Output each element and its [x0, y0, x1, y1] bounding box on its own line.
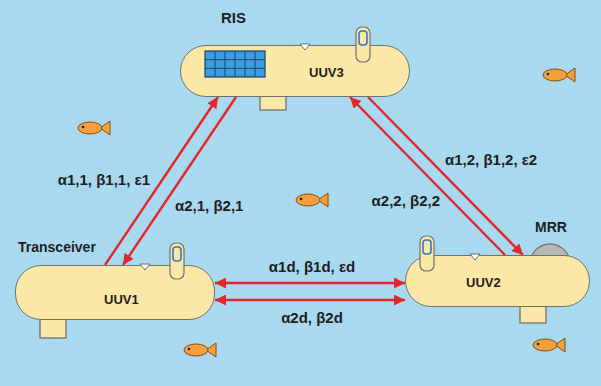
channel-label: α1,1, β1,1, ε1	[58, 171, 150, 188]
sail-marks	[140, 44, 480, 270]
camera-mast	[420, 236, 434, 271]
sail-mark	[140, 264, 150, 270]
vehicle-name: UUV1	[104, 293, 139, 308]
channel-arrow	[368, 97, 523, 255]
fish	[543, 68, 575, 82]
device-label: RIS	[221, 9, 246, 26]
fish	[78, 121, 110, 135]
vehicle-name: UUV2	[466, 276, 501, 291]
camera-lens	[359, 31, 367, 45]
channel-label: α1,2, β1,2, ε2	[445, 151, 537, 168]
vehicle-name: UUV3	[309, 66, 344, 81]
camera-mast	[170, 243, 184, 279]
sail-mark	[300, 44, 310, 50]
channel-label: α2,1, β2,1	[175, 197, 243, 214]
fish	[296, 193, 328, 207]
uuv-hull: TransceiverUUV1	[15, 265, 215, 320]
ris-grid-lines	[205, 51, 265, 77]
fish	[184, 343, 216, 357]
channel-label: α2,2, β2,2	[372, 192, 440, 209]
sail-mark	[470, 254, 480, 260]
channel-label: α2d, β2d	[281, 309, 343, 326]
camera-lens	[173, 247, 181, 261]
device-label: Transceiver	[18, 239, 96, 255]
channel-arrow	[215, 282, 405, 284]
ris-grid	[205, 51, 265, 77]
device-label: MRR	[535, 219, 567, 235]
camera-group	[170, 27, 434, 279]
fish	[533, 338, 565, 352]
camera-lens	[423, 240, 431, 254]
channel-arrow	[350, 97, 505, 255]
ris-panel	[205, 51, 265, 77]
channel-label: α1d, β1d, εd	[269, 258, 355, 275]
camera-mast	[356, 27, 370, 62]
channel-arrow	[215, 299, 405, 301]
